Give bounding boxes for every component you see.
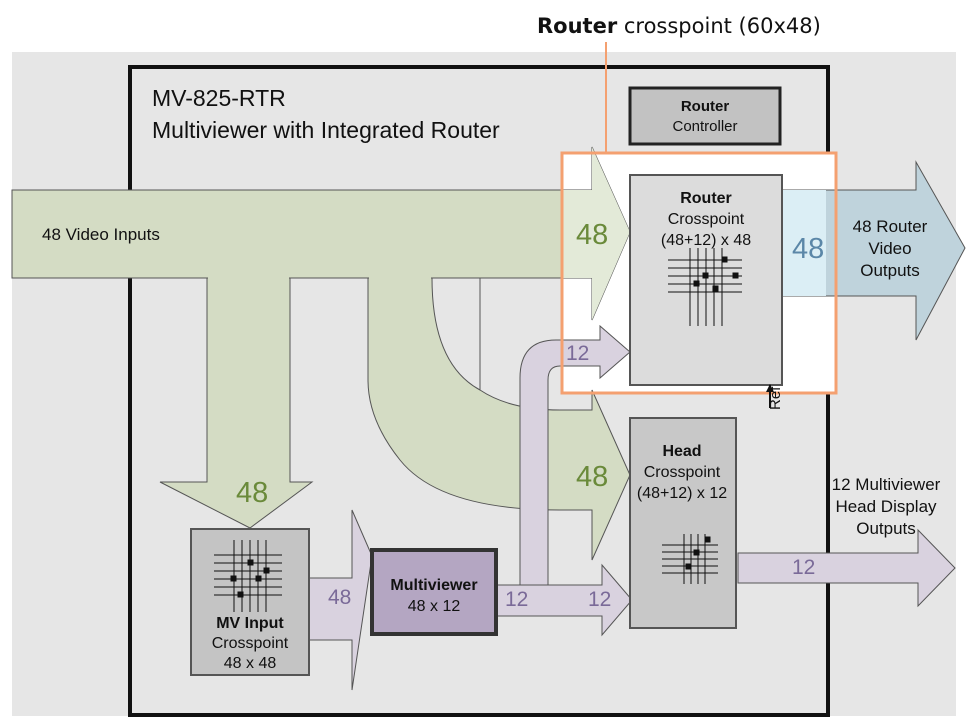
router-controller-subtitle: Controller	[672, 118, 737, 135]
mv-input-line2: Crosspoint	[212, 635, 289, 652]
caption-bold: Router	[537, 14, 618, 38]
multiviewer-line2: 48 x 12	[408, 598, 461, 615]
multiviewer-flow	[307, 324, 956, 691]
count-head-out: 12	[792, 556, 815, 579]
head-crosspoint-line2: Crosspoint	[644, 464, 721, 481]
multiviewer-box	[370, 548, 498, 636]
count-router-in: 48	[576, 219, 608, 251]
mv-input-grid-icon	[214, 540, 282, 612]
count-router-out: 48	[792, 233, 824, 265]
count-head-feedback: 12	[588, 588, 611, 611]
video-inputs-label: 48 Video Inputs	[42, 225, 160, 244]
head-grid-icon	[662, 534, 718, 584]
head-input-branch	[367, 277, 631, 561]
head-outputs-line1: 12 Multiviewer	[832, 475, 941, 494]
mv-input-line3: 48 x 48	[224, 655, 277, 672]
head-crosspoint-line3: (48+12) x 12	[637, 485, 727, 502]
count-multiviewer-out: 12	[505, 588, 528, 611]
device-model: MV-825-RTR	[152, 85, 286, 111]
device-subtitle: Multiviewer with Integrated Router	[152, 117, 500, 143]
mv-input-title: MV Input	[216, 615, 284, 632]
router-crosspoint-title: Router	[680, 190, 732, 207]
multiviewer-title: Multiviewer	[390, 577, 477, 594]
count-mv-input-in: 48	[236, 477, 268, 509]
router-crosspoint-line2: Crosspoint	[668, 211, 745, 228]
router-outputs-line1: 48 Router	[853, 217, 928, 236]
head-outputs-line3: Outputs	[856, 519, 916, 538]
router-controller-box	[628, 86, 782, 146]
head-outputs-line2: Head Display	[835, 497, 937, 516]
head-crosspoint-box	[629, 417, 737, 629]
router-outputs-line2: Video	[868, 239, 911, 258]
count-router-feedback: 12	[566, 342, 589, 365]
router-crosspoint-line3: (48+12) x 48	[661, 232, 751, 249]
head-crosspoint-title: Head	[662, 443, 701, 460]
count-mv-to-multiviewer: 48	[328, 586, 351, 609]
router-grid-icon	[668, 248, 742, 326]
count-head-in: 48	[576, 461, 608, 493]
caption-rest: crosspoint (60x48)	[617, 14, 821, 38]
router-outputs-line3: Outputs	[860, 261, 920, 280]
ref-label: Ref	[767, 386, 784, 410]
mv-input-branch	[159, 277, 314, 529]
router-controller-title: Router	[681, 98, 729, 115]
router-highlight-frame	[560, 151, 838, 395]
